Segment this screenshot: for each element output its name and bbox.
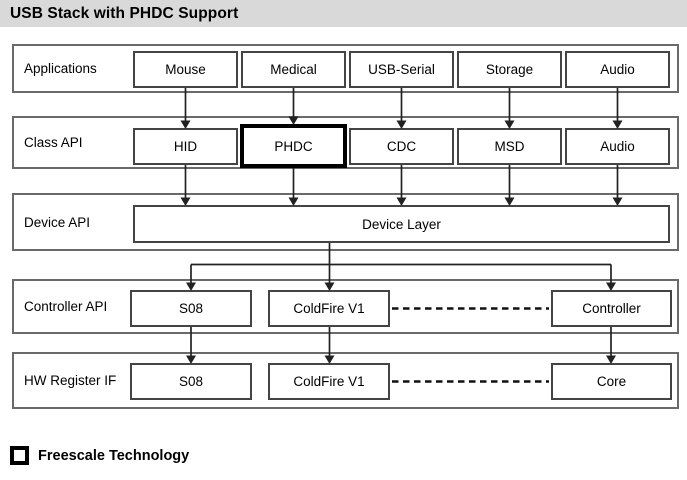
row-label-hw-register-if: HW Register IF: [24, 373, 117, 388]
box-msd: MSD: [457, 128, 562, 165]
row-label-class-api: Class API: [24, 135, 83, 150]
row-applications: Applications: [12, 44, 679, 93]
row-label-controller-api: Controller API: [24, 299, 108, 314]
box-core: Core: [551, 363, 672, 400]
page-title: USB Stack with PHDC Support: [10, 4, 239, 22]
box-device-layer: Device Layer: [133, 205, 670, 243]
box-s08-hw: S08: [130, 363, 252, 400]
row-label-device-api: Device API: [24, 214, 91, 230]
box-mouse: Mouse: [133, 51, 238, 88]
title-bar: USB Stack with PHDC Support: [0, 0, 687, 27]
box-storage: Storage: [457, 51, 562, 88]
legend-label: Freescale Technology: [38, 447, 190, 464]
box-usb-serial: USB-Serial: [349, 51, 454, 88]
box-coldfire-controller: ColdFire V1: [268, 290, 390, 327]
box-controller: Controller: [551, 290, 672, 327]
legend: Freescale Technology: [10, 446, 189, 465]
box-audio-app: Audio: [565, 51, 670, 88]
row-label-applications: Applications: [24, 61, 97, 76]
box-cdc: CDC: [349, 128, 454, 165]
freescale-swatch-icon: [10, 446, 29, 465]
box-medical: Medical: [241, 51, 346, 88]
row-controller-api: Controller API: [12, 279, 679, 334]
box-hid: HID: [133, 128, 238, 165]
box-coldfire-hw: ColdFire V1: [268, 363, 390, 400]
row-device-api: Device API: [12, 193, 679, 251]
box-s08-controller: S08: [130, 290, 252, 327]
box-audio-class: Audio: [565, 128, 670, 165]
row-hw-register-if: HW Register IF: [12, 352, 679, 409]
box-phdc-highlighted: PHDC: [240, 124, 347, 168]
row-class-api: Class API: [12, 116, 679, 169]
